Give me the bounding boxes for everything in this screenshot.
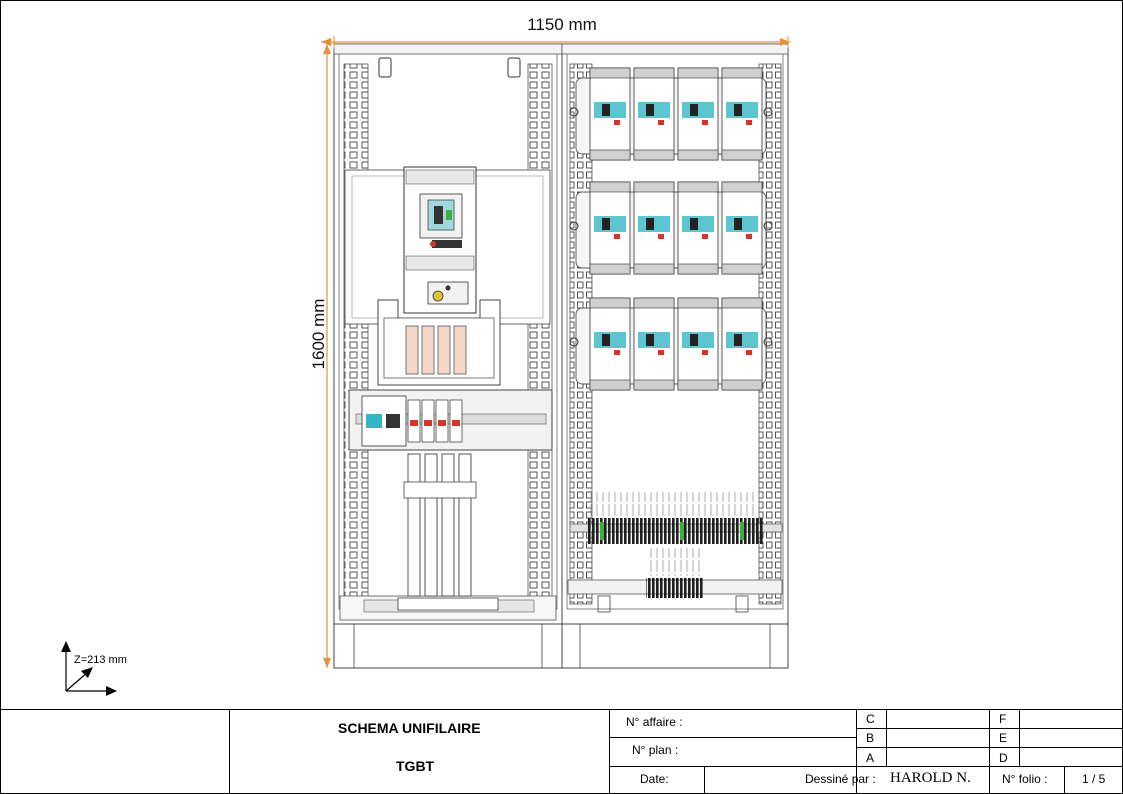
rev-f: F (999, 712, 1007, 726)
din-rail-plate (348, 389, 553, 451)
folio-label: N° folio : (1002, 772, 1048, 786)
height-label: 1600 mm (309, 299, 328, 370)
busbar-support (377, 299, 501, 386)
drawing-subtitle: TGBT (396, 758, 435, 774)
vertical-busbars (397, 453, 499, 611)
rev-e: E (999, 731, 1008, 745)
z-label: Z=213 mm (74, 654, 127, 666)
drawing-title: SCHEMA UNIFILAIRE (338, 720, 481, 736)
rev-d: D (999, 751, 1008, 765)
dessine-label: Dessiné par : (805, 772, 876, 786)
left-column (333, 43, 563, 669)
left-upright (343, 63, 369, 605)
height-dimension (323, 44, 331, 668)
main-breaker (403, 166, 477, 314)
plinth (333, 623, 563, 669)
rev-b: B (866, 731, 875, 745)
rev-a: A (866, 751, 875, 765)
dessine-value: HAROLD N. (890, 770, 971, 786)
terminal-strip-upper (569, 492, 783, 544)
breaker-row-2 (569, 181, 773, 275)
left-upright (527, 63, 553, 605)
width-label: 1150 mm (527, 15, 597, 34)
width-dimension (321, 36, 790, 48)
axis-triad: Z=213 mm (61, 641, 127, 696)
terminal-strip-lower (646, 548, 704, 598)
title-block: SCHEMA UNIFILAIRE TGBT N° affaire : N° p… (0, 709, 1123, 794)
affaire-label: N° affaire : (626, 715, 683, 729)
right-column (561, 43, 789, 669)
breaker-row-3 (569, 297, 773, 391)
rev-c: C (866, 712, 875, 726)
folio-value: 1 / 5 (1082, 772, 1106, 786)
breaker-row-1 (569, 67, 773, 161)
plan-label: N° plan : (632, 743, 679, 757)
date-label: Date: (640, 772, 669, 786)
plinth (561, 623, 789, 669)
